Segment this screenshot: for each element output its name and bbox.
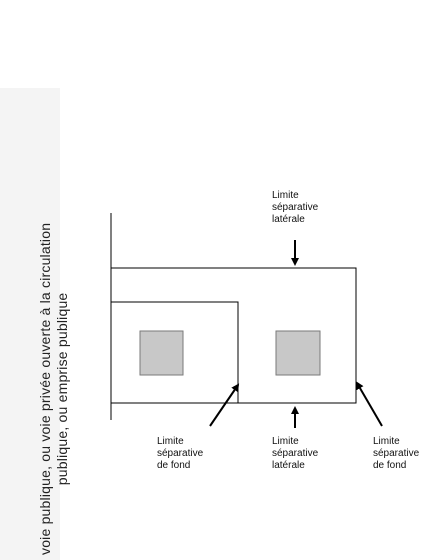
arrow-fond-left	[209, 383, 240, 427]
label-bottom-fond-right: Limite séparative de fond	[373, 436, 420, 471]
building-left	[139, 330, 184, 376]
street-band	[0, 88, 60, 560]
arrow-fond-right	[355, 381, 383, 427]
building-right	[275, 330, 321, 376]
label-bottom-lateral: Limite séparative latérale	[272, 436, 319, 471]
parcel-outline-outer	[111, 267, 357, 404]
label-bottom-fond-left: Limite séparative de fond	[157, 436, 204, 471]
parcel-outline-inner	[111, 301, 239, 403]
label-top-lateral: Limite séparative latérale	[272, 190, 319, 225]
